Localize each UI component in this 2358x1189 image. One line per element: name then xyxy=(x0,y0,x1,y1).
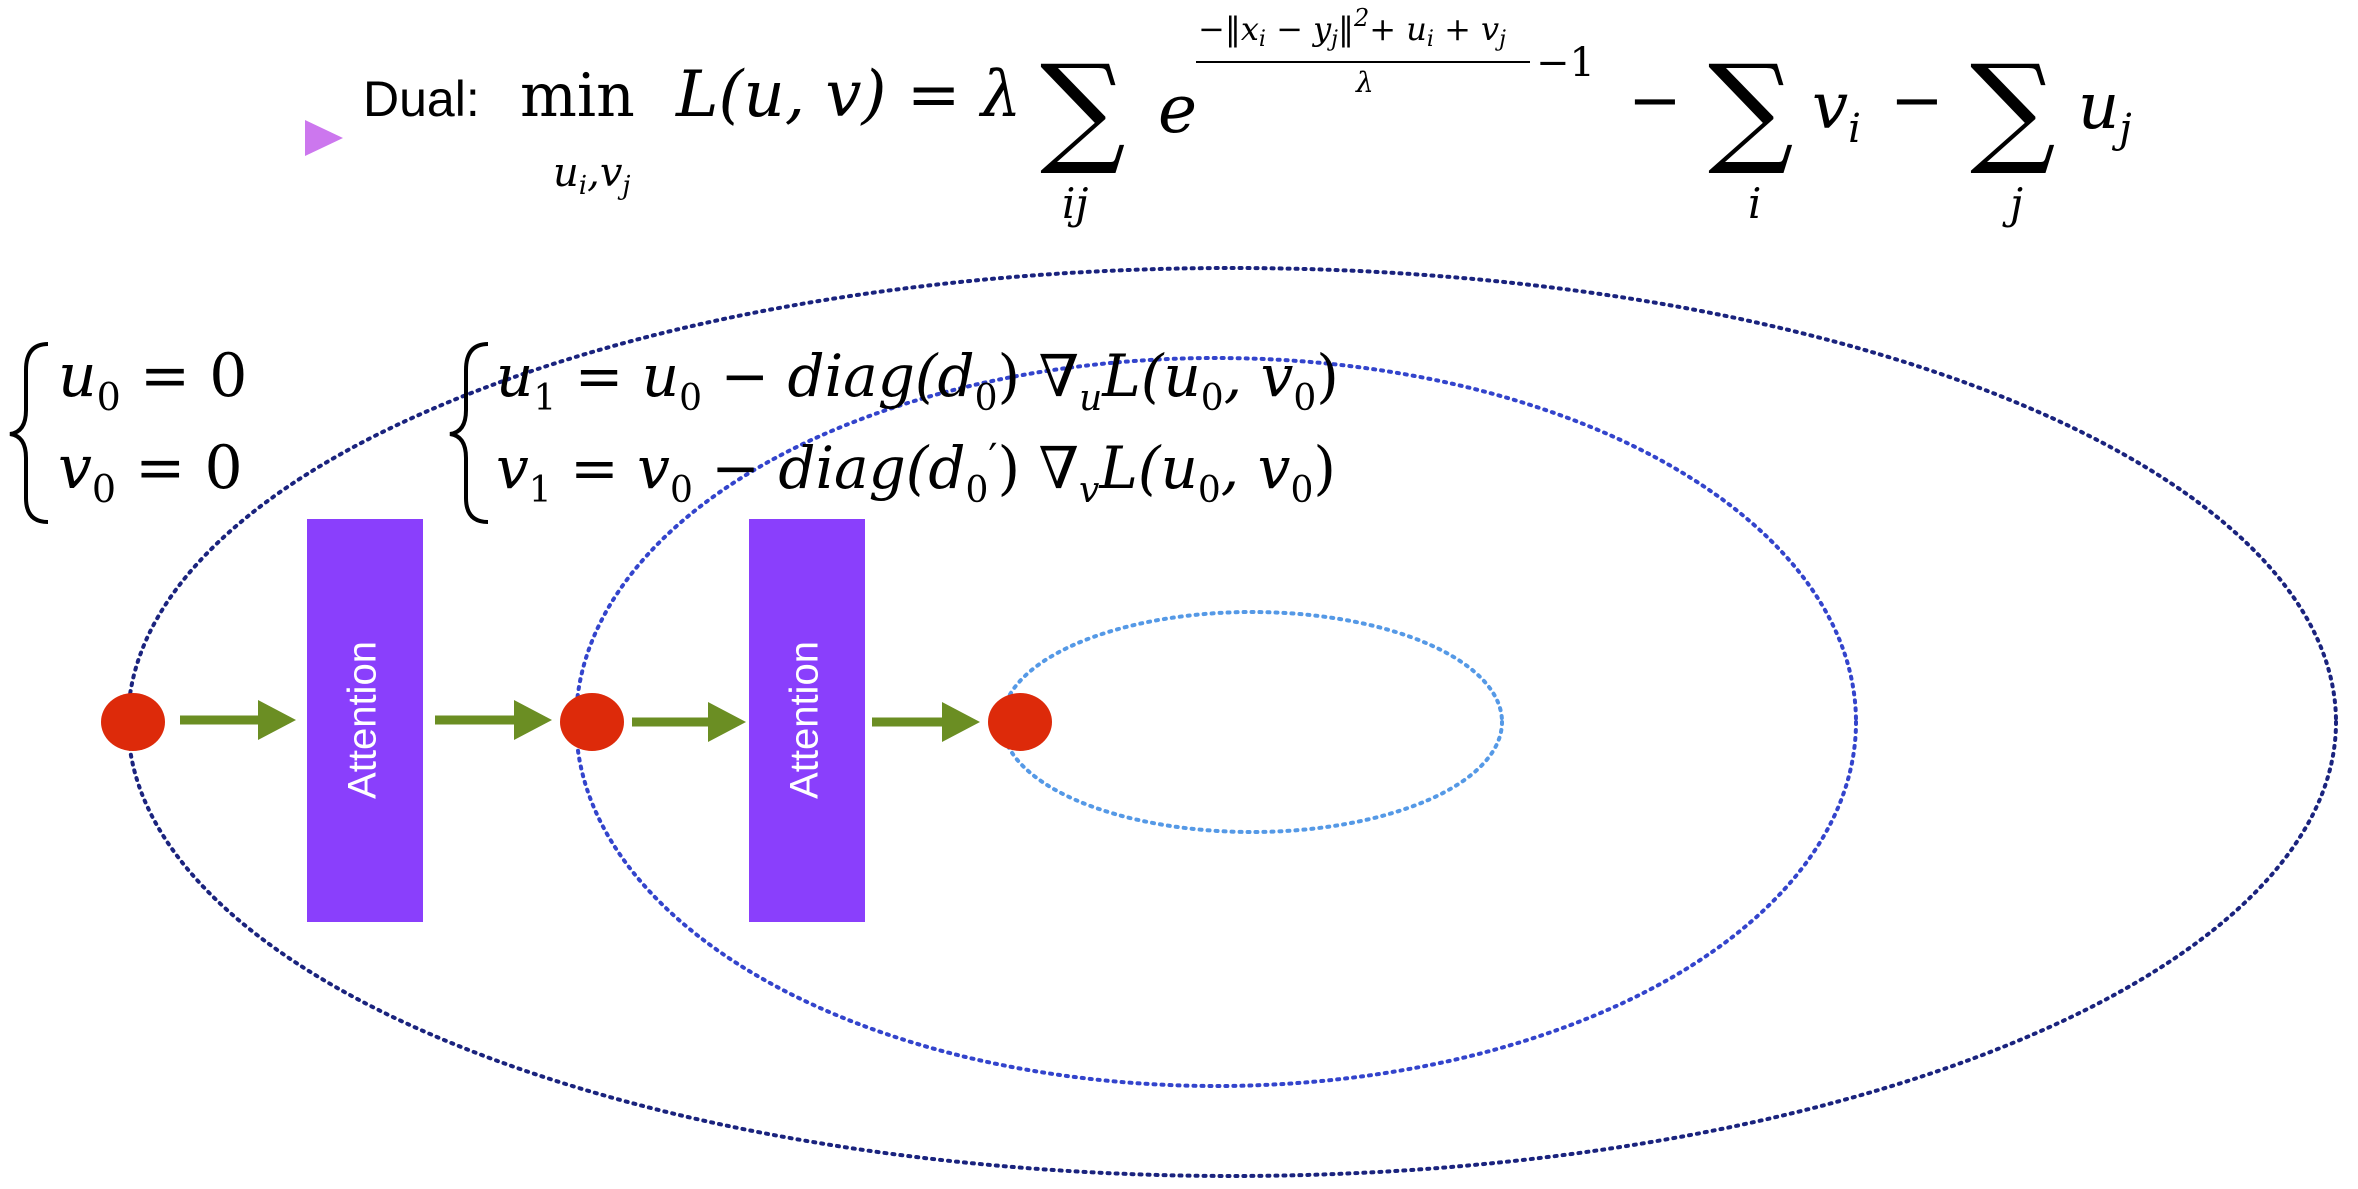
sum-index-i: i xyxy=(1748,179,1761,228)
init-v0: v0 = 0 xyxy=(58,433,243,511)
update-v1: v1 = v0 − diag(d0′) ∇vL(u0, v0) xyxy=(496,434,1336,511)
dual-label: Dual: xyxy=(363,71,480,127)
sum-symbol-3: ∑ xyxy=(1970,40,2056,179)
attention-block-2: Attention xyxy=(749,519,865,922)
dual-equation: Dual: min ui,vj L(u, v) = λ ∑ ij e −‖xi … xyxy=(305,4,2132,228)
attention-block-2-label: Attention xyxy=(783,641,827,799)
point-0 xyxy=(101,693,165,751)
update-system: u1 = u0 − diag(d0) ∇uL(u0, v0) v1 = v0 −… xyxy=(449,342,1339,524)
arrow-3 xyxy=(632,702,746,742)
min-operator: min xyxy=(520,61,635,131)
arrow-3-head-icon xyxy=(708,702,746,742)
arrows xyxy=(180,700,980,742)
attention-block-1-rect xyxy=(307,519,423,922)
point-2 xyxy=(988,693,1052,751)
term-v-i: vi xyxy=(1812,70,1861,152)
init-system: u0 = 0 v0 = 0 xyxy=(9,341,247,524)
sum-symbol-2: ∑ xyxy=(1708,40,1794,179)
arrow-4-head-icon xyxy=(942,702,980,742)
exp-base: e xyxy=(1158,71,1197,148)
minus-sign-1: − xyxy=(1628,64,1682,138)
arrow-2 xyxy=(435,700,552,740)
minus-sign-2: − xyxy=(1890,64,1944,138)
arrow-1-head-icon xyxy=(258,700,296,740)
attention-block-2-rect xyxy=(749,519,865,922)
sum-index-j: j xyxy=(2002,179,2023,228)
iterate-points xyxy=(101,693,1052,751)
init-left-brace xyxy=(9,342,49,524)
exp-minus-one: −1 xyxy=(1536,40,1595,86)
init-u0: u0 = 0 xyxy=(58,341,247,419)
exp-denominator: λ xyxy=(1355,66,1374,99)
exp-numerator: −‖xi − yj‖2+ ui + vj xyxy=(1198,4,1506,52)
lagrangian-lhs: L(u, v) = λ xyxy=(675,58,1021,132)
attention-block-1: Attention xyxy=(307,519,423,922)
update-left-brace xyxy=(449,342,489,524)
attention-block-1-label: Attention xyxy=(341,641,385,799)
point-1 xyxy=(560,693,624,751)
term-u-j: uj xyxy=(2078,70,2132,152)
bullet-triangle-icon xyxy=(305,120,343,156)
arrow-1 xyxy=(180,700,296,740)
update-u1: u1 = u0 − diag(d0) ∇uL(u0, v0) xyxy=(496,342,1339,419)
sum-index-ij: ij xyxy=(1062,179,1088,228)
min-subscript: ui,vj xyxy=(553,150,630,201)
sum-symbol-1: ∑ xyxy=(1040,40,1126,179)
arrow-4 xyxy=(872,702,980,742)
inner-ellipse xyxy=(1000,610,1504,834)
arrow-2-head-icon xyxy=(514,700,552,740)
